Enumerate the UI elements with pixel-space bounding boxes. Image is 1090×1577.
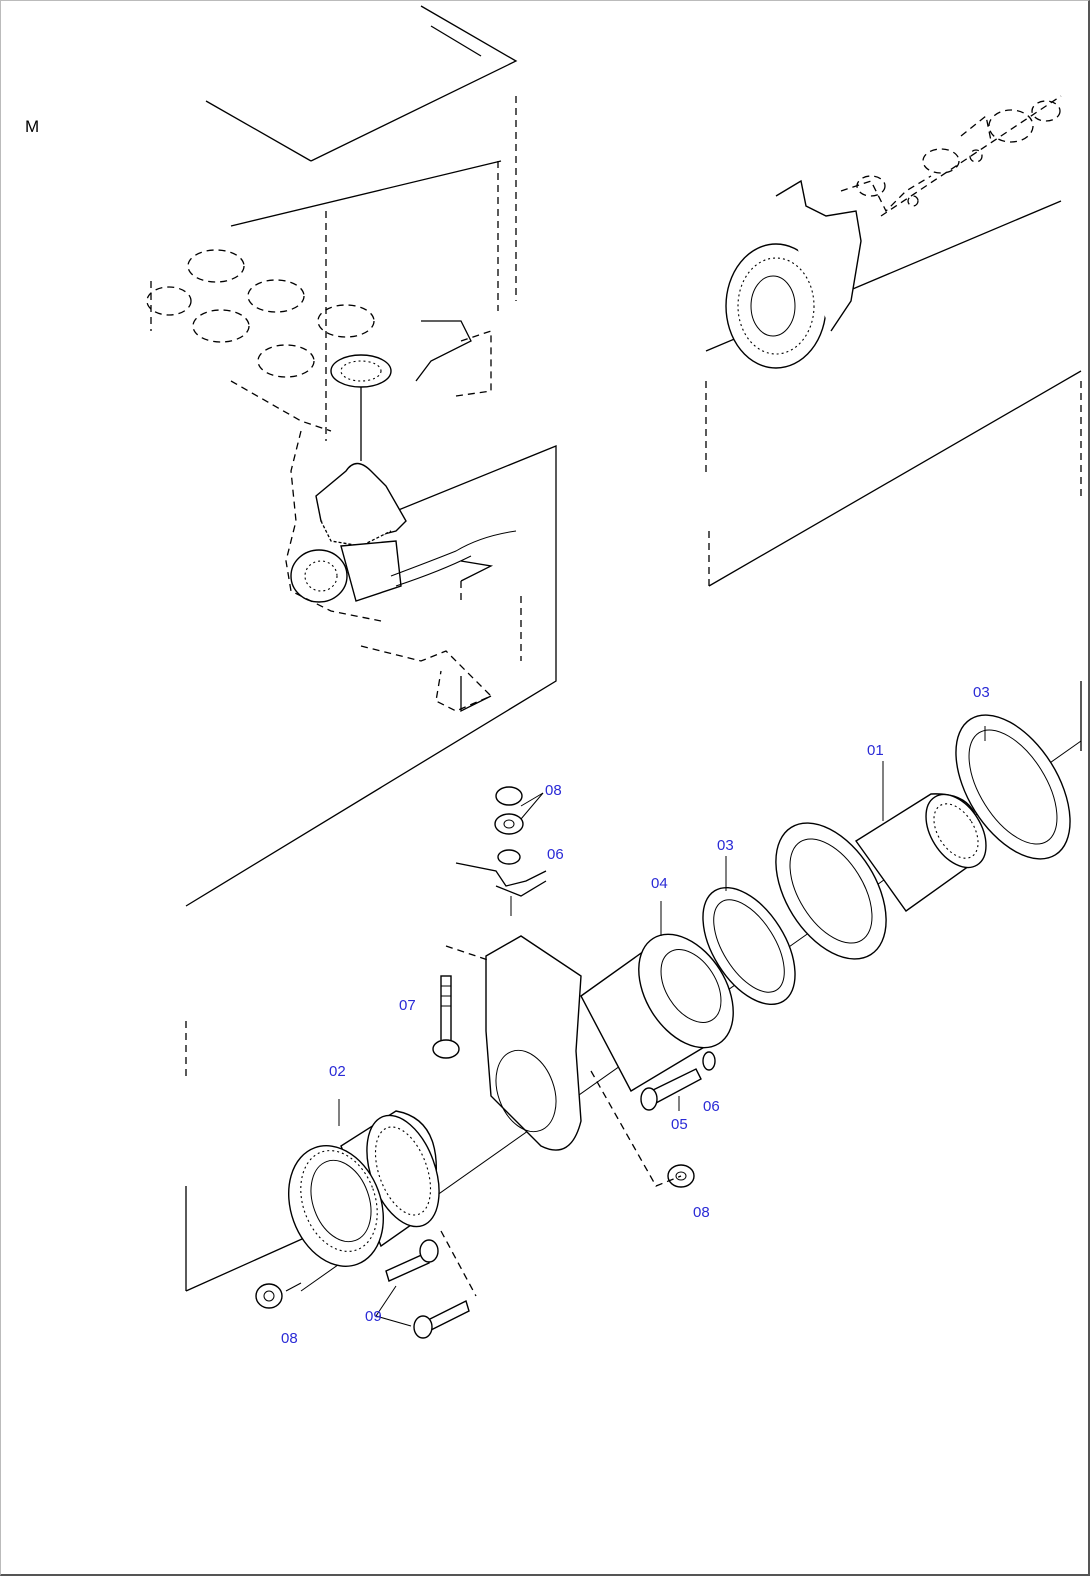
valve-body-04 bbox=[445, 901, 734, 1151]
bolt-07 bbox=[432, 975, 460, 1059]
pipe-01 bbox=[775, 761, 987, 960]
nut-08-lower-left bbox=[255, 1282, 302, 1309]
upper-housing-outline bbox=[146, 5, 518, 461]
callout-04[interactable]: 04 bbox=[651, 875, 668, 892]
callout-09[interactable]: 09 bbox=[365, 1308, 382, 1325]
nut-08-lower-right bbox=[590, 1070, 695, 1188]
callout-08-lower-left[interactable]: 08 bbox=[281, 1330, 298, 1347]
callout-02[interactable]: 02 bbox=[329, 1063, 346, 1080]
callout-05[interactable]: 05 bbox=[671, 1116, 688, 1133]
rear-frame-outline bbox=[705, 95, 1082, 587]
callout-03-right[interactable]: 03 bbox=[973, 684, 990, 701]
valve-assembly bbox=[185, 430, 557, 907]
gasket-03-middle bbox=[702, 856, 796, 1006]
callout-06-lower[interactable]: 06 bbox=[703, 1098, 720, 1115]
bolt-05-and-washer-06 bbox=[640, 1051, 716, 1111]
callout-08-lower-right[interactable]: 08 bbox=[693, 1204, 710, 1221]
sheet-section-label: M bbox=[25, 117, 40, 136]
callout-08-upper[interactable]: 08 bbox=[545, 782, 562, 799]
clamp-06 bbox=[455, 862, 547, 916]
callout-07[interactable]: 07 bbox=[399, 997, 416, 1014]
nut-stack-08-upper bbox=[494, 786, 544, 865]
gasket-03-right bbox=[955, 714, 1071, 860]
bolts-09 bbox=[375, 1230, 477, 1339]
callout-06-upper[interactable]: 06 bbox=[547, 846, 564, 863]
callout-03-middle[interactable]: 03 bbox=[717, 837, 734, 854]
coupling-02 bbox=[287, 1099, 440, 1267]
callout-01[interactable]: 01 bbox=[867, 742, 884, 759]
